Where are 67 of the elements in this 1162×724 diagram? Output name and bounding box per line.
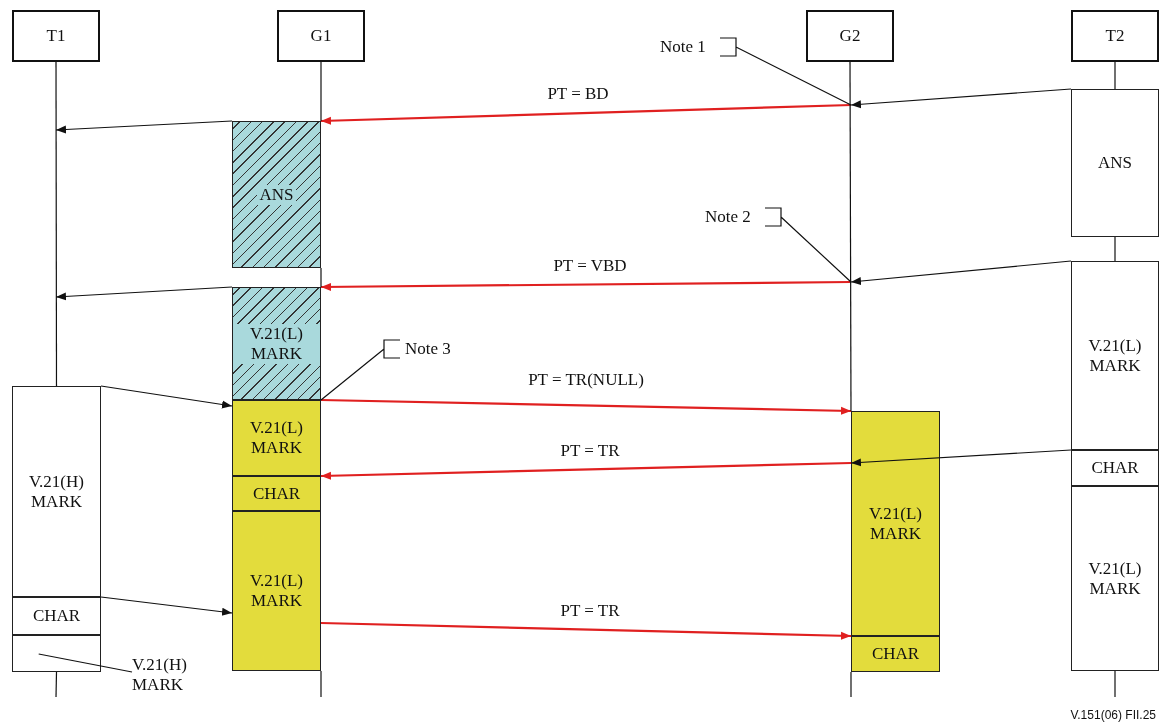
box-label: T1 bbox=[46, 26, 66, 46]
box-label: V.21(L) MARK bbox=[233, 323, 320, 364]
box-label: CHAR bbox=[871, 644, 920, 664]
activation-box bbox=[12, 635, 101, 672]
leader-line bbox=[320, 339, 401, 401]
arrow bbox=[850, 260, 1072, 286]
arrow bbox=[100, 385, 233, 409]
note-text: Note 1 bbox=[660, 36, 718, 58]
arrow bbox=[55, 120, 233, 134]
leader-line bbox=[764, 207, 852, 283]
participant-box bbox=[12, 10, 100, 62]
lifeline bbox=[320, 61, 322, 122]
note-text: Note 2 bbox=[705, 206, 763, 228]
activation-box bbox=[12, 386, 101, 597]
box-label: CHAR bbox=[32, 606, 81, 626]
activation-box bbox=[232, 121, 321, 268]
lifeline bbox=[1114, 61, 1116, 90]
box-label: G1 bbox=[310, 26, 332, 46]
activation-box bbox=[1071, 450, 1159, 486]
activation-box bbox=[1071, 261, 1159, 450]
activation-box bbox=[232, 511, 321, 671]
box-label: CHAR bbox=[1091, 458, 1139, 478]
box-label: ANS bbox=[257, 184, 296, 205]
lifeline bbox=[320, 670, 322, 698]
lifeline bbox=[1114, 670, 1116, 698]
box-label: V.21(L) MARK bbox=[867, 503, 923, 544]
activation-box bbox=[232, 287, 321, 400]
box-label: V.21(L) MARK bbox=[248, 418, 304, 458]
note-text: Note 3 bbox=[405, 338, 467, 360]
box-label: G2 bbox=[839, 26, 861, 46]
callout-text: V.21(H) MARK bbox=[132, 655, 212, 695]
lifeline bbox=[1114, 236, 1116, 262]
edge-label: PT = TR(NULL) bbox=[526, 370, 646, 390]
lifeline bbox=[55, 61, 58, 387]
participant-box bbox=[277, 10, 365, 62]
arrow bbox=[100, 596, 233, 616]
arrow bbox=[55, 286, 233, 301]
activation-box bbox=[12, 597, 101, 635]
signal-arrow bbox=[320, 621, 852, 640]
arrow bbox=[850, 449, 1072, 467]
leader-line bbox=[849, 61, 852, 412]
activation-box bbox=[232, 476, 321, 511]
figure-id: V.151(06) FII.25 bbox=[1070, 708, 1156, 722]
lifeline bbox=[55, 671, 58, 698]
signal-arrow bbox=[320, 461, 852, 480]
box-label: V.21(H) MARK bbox=[28, 471, 85, 512]
signal-arrow bbox=[321, 280, 851, 291]
participant-box bbox=[1071, 10, 1159, 62]
box-label: ANS bbox=[1098, 153, 1132, 173]
arrow bbox=[850, 88, 1072, 109]
activation-box bbox=[851, 636, 940, 672]
box-label: V.21(L) MARK bbox=[1087, 558, 1143, 599]
leader-line bbox=[38, 653, 133, 673]
participant-box bbox=[806, 10, 894, 62]
box-label: CHAR bbox=[252, 483, 301, 504]
box-label: V.21(L) MARK bbox=[1087, 335, 1143, 376]
signal-arrow bbox=[320, 103, 852, 125]
activation-box bbox=[1071, 89, 1159, 237]
lifeline bbox=[320, 267, 322, 288]
box-label: T2 bbox=[1105, 26, 1125, 46]
activation-box bbox=[1071, 486, 1159, 671]
box-label: V.21(L) MARK bbox=[248, 571, 304, 611]
activation-box bbox=[232, 400, 321, 476]
lifeline bbox=[850, 671, 852, 698]
activation-box bbox=[851, 411, 940, 636]
leader-line bbox=[719, 37, 852, 106]
signal-arrow bbox=[320, 398, 852, 415]
